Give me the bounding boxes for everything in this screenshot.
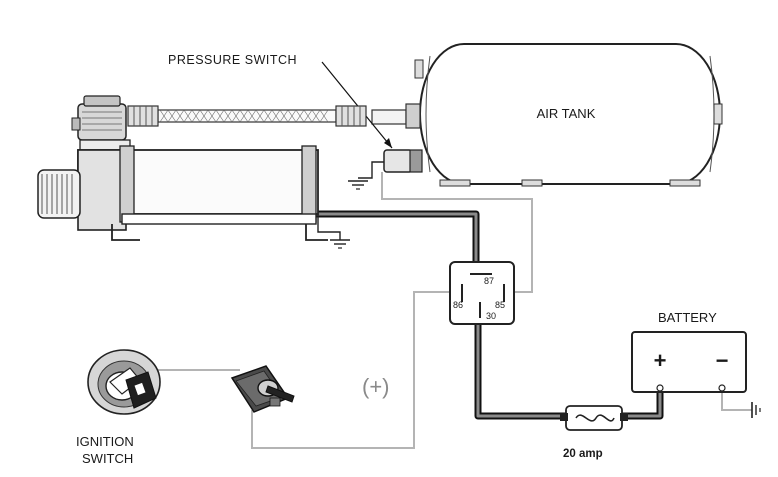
fuse-holder <box>560 405 628 431</box>
air-tank: AIR TANK <box>414 43 723 187</box>
ignition-switch-label-line1: IGNITION <box>76 434 134 449</box>
compressor-ground <box>317 214 350 249</box>
battery-negative-terminal: − <box>716 348 729 373</box>
battery: + − <box>631 331 747 393</box>
signal-wires <box>158 172 752 449</box>
relay: 87 86 85 30 <box>449 261 515 325</box>
toggle-switch <box>230 365 295 413</box>
wire-relay-30-to-fuse <box>474 322 566 420</box>
relay-pin-86: 86 <box>453 300 463 310</box>
air-tank-label: AIR TANK <box>537 106 596 121</box>
positive-feed-label: (+) <box>362 374 390 399</box>
air-compressor <box>37 95 367 241</box>
fuse-rating-label: 20 amp <box>563 448 603 460</box>
ignition-switch <box>87 349 161 415</box>
wire-pressure-switch-to-relay-85 <box>381 172 533 293</box>
pressure-switch <box>348 149 423 190</box>
wire-fuse-to-battery-positive <box>622 392 664 420</box>
pressure-switch-label: PRESSURE SWITCH <box>168 53 297 67</box>
pressure-switch-pointer <box>321 61 393 149</box>
battery-positive-terminal: + <box>654 348 667 373</box>
tank-inlet-fitting <box>371 103 421 129</box>
battery-ground <box>751 402 761 418</box>
relay-pin-85: 85 <box>495 300 505 310</box>
intake-filter <box>37 169 81 219</box>
power-wires <box>316 210 664 420</box>
wire-battery-negative-to-ground <box>721 392 752 411</box>
relay-pin-30: 30 <box>486 311 496 321</box>
relay-pin-87: 87 <box>484 276 494 286</box>
wire-relay-86-to-toggle <box>251 291 452 449</box>
ignition-switch-label-line2: SWITCH <box>82 451 133 466</box>
battery-label: BATTERY <box>658 310 717 325</box>
